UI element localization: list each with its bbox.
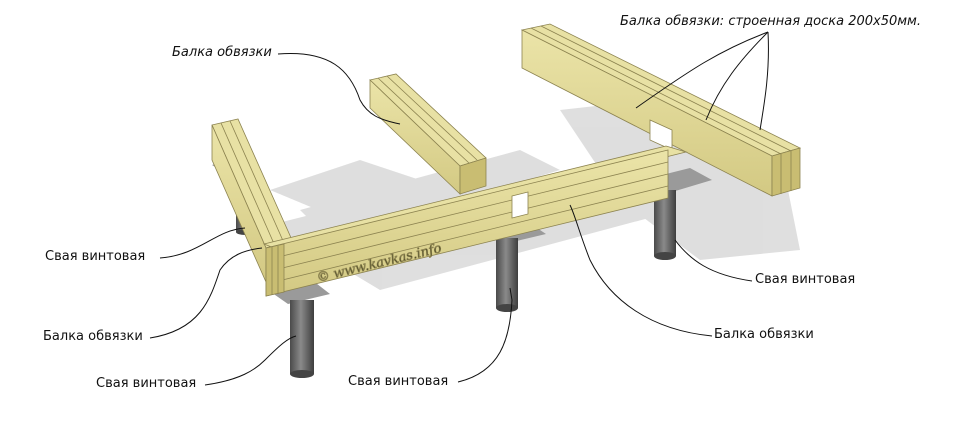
label-beam-bottom-right: Балка обвязки xyxy=(714,327,814,342)
leader-beam-spec-2 xyxy=(705,31,769,121)
label-pile-left-lower: Свая винтовая xyxy=(96,376,197,391)
leader-beam-spec-3 xyxy=(759,31,769,131)
pile-front-left xyxy=(268,280,330,378)
leader-beam-left xyxy=(149,247,263,339)
label-pile-center: Свая винтовая xyxy=(348,374,449,389)
leader-lines xyxy=(149,31,769,386)
label-pile-left-upper: Свая винтовая xyxy=(45,249,146,264)
leader-beam-spec-1 xyxy=(635,31,769,109)
label-beam-spec: Балка обвязки: строенная доска 200х50мм. xyxy=(620,14,921,29)
beam-back-right xyxy=(520,23,802,197)
leader-pile-left-lower xyxy=(204,335,297,386)
label-pile-right: Свая винтовая xyxy=(755,272,856,287)
label-beam-left: Балка обвязки xyxy=(43,329,143,344)
leader-pile-center xyxy=(457,287,513,383)
leader-pile-left-upper xyxy=(159,227,246,259)
label-beam-top: Балка обвязки xyxy=(172,45,272,60)
leader-pile-right xyxy=(674,239,753,282)
beam-left xyxy=(211,118,293,283)
beam-middle xyxy=(369,73,487,195)
leader-beam-top xyxy=(277,52,401,125)
leader-beam-bottom-right xyxy=(569,204,713,337)
